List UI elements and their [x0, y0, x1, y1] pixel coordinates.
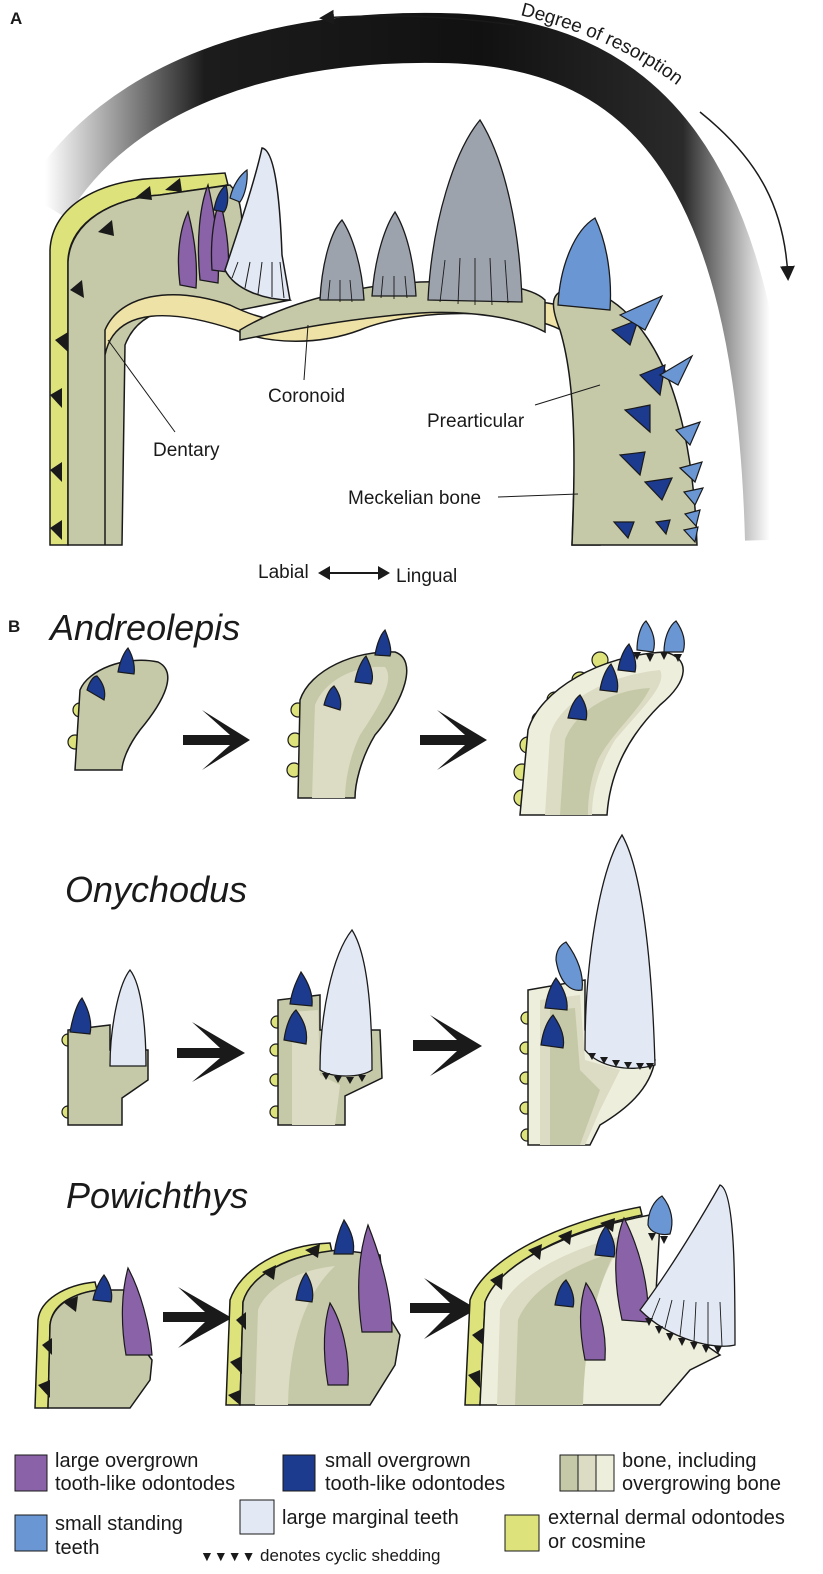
legend-shedding-symbol: ▼▼▼▼ — [200, 1548, 255, 1564]
legend-large-overgrown-line2: tooth-like odontodes — [55, 1473, 235, 1495]
panel-b: B Andreolepis — [8, 607, 735, 1408]
legend-small-standing-line1: small standing — [55, 1513, 183, 1535]
powichthys-stage-1 — [35, 1268, 152, 1408]
legend-small-overgrown-line1: small overgrown — [325, 1450, 471, 1472]
legend-bone-line2: overgrowing bone — [622, 1473, 781, 1495]
legend-shedding: denotes cyclic shedding — [260, 1546, 441, 1565]
coronoid-teeth — [320, 120, 522, 305]
onychodus-stage-1 — [62, 970, 148, 1125]
andreolepis-stage-1 — [68, 648, 168, 770]
legend-large-overgrown-line1: large overgrown — [55, 1450, 198, 1472]
legend-swatch-small-standing — [15, 1515, 47, 1551]
powichthys-stage-3 — [465, 1185, 735, 1405]
legend-bone-line1: bone, including — [622, 1450, 757, 1472]
progression-arrow — [410, 1278, 477, 1339]
onychodus-stage-2 — [270, 930, 382, 1125]
panel-a-letter: A — [10, 9, 22, 28]
legend-swatch-bone — [560, 1455, 614, 1491]
taxon-powichthys: Powichthys — [66, 1175, 248, 1216]
andreolepis-stage-2 — [287, 630, 407, 798]
small-standing-tooth — [558, 218, 610, 310]
taxon-andreolepis: Andreolepis — [48, 607, 240, 648]
progression-arrow — [177, 1022, 245, 1082]
progression-arrow — [163, 1287, 232, 1348]
legend-swatch-small-overgrown — [283, 1455, 315, 1491]
coronoid-tooth — [320, 220, 364, 300]
labial-label: Labial — [258, 562, 309, 583]
legend-swatch-large-overgrown — [15, 1455, 47, 1491]
dentary-label: Dentary — [153, 440, 220, 461]
progression-arrow — [420, 710, 487, 770]
legend-small-overgrown-line2: tooth-like odontodes — [325, 1473, 505, 1495]
progression-arrow — [183, 710, 250, 770]
taxon-onychodus: Onychodus — [65, 869, 247, 910]
legend-external-line1: external dermal odontodes — [548, 1507, 785, 1529]
progression-arrow — [413, 1015, 482, 1076]
legend-small-standing-line2: teeth — [55, 1537, 99, 1559]
legend-swatch-external — [505, 1515, 539, 1551]
panel-b-letter: B — [8, 617, 20, 636]
legend-swatch-large-marginal — [240, 1500, 274, 1534]
onychodus-stage-3 — [520, 835, 655, 1145]
prearticular-label: Prearticular — [427, 411, 525, 432]
legend-external-line2: or cosmine — [548, 1531, 646, 1553]
andreolepis-stage-3 — [514, 621, 684, 815]
powichthys-stage-2 — [226, 1220, 400, 1405]
meckelian-label: Meckelian bone — [348, 488, 481, 509]
legend-large-marginal: large marginal teeth — [282, 1507, 459, 1529]
panel-a: A Degree of resorption — [10, 0, 788, 587]
legend: large overgrown tooth-like odontodes sma… — [15, 1450, 785, 1565]
coronoid-label: Coronoid — [268, 386, 345, 407]
small-standing-tooth — [230, 170, 247, 202]
lingual-label: Lingual — [396, 566, 457, 587]
